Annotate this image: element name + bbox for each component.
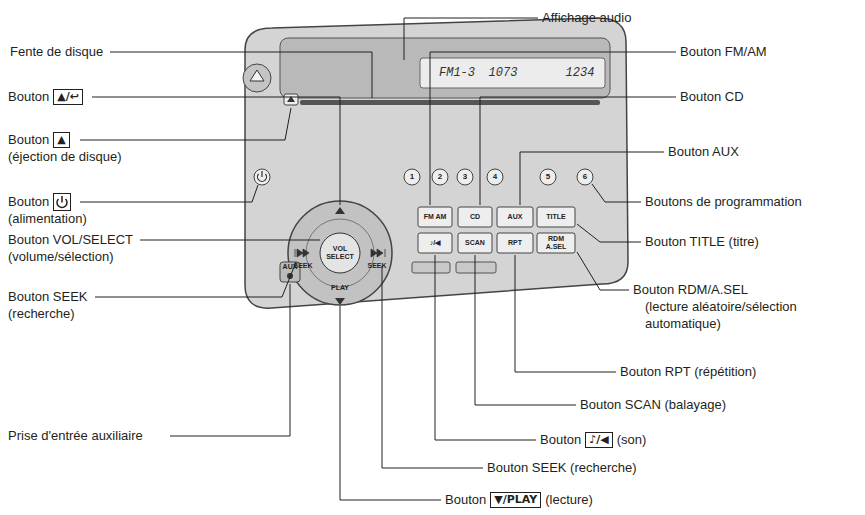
callout-label: (lecture aléatoire/sélection [645, 299, 797, 315]
eject-button [243, 64, 271, 92]
button-face-text: PLAY [325, 284, 355, 292]
display-text: FM1-3 [427, 65, 487, 81]
callout-label: Prise d'entrée auxiliaire [8, 428, 143, 444]
button-icon-label: ▼/PLAY [490, 492, 541, 508]
display-text: 1234 [560, 65, 600, 81]
callout-label: Bouton [445, 492, 486, 508]
callout-label: Bouton SEEK (recherche) [487, 460, 637, 476]
button-face-text: SCAN [460, 239, 490, 247]
preset-number: 2 [433, 169, 447, 185]
callout-label: (éjection de disque) [8, 149, 121, 165]
button-face-text: TITLE [539, 213, 573, 221]
button-icon-label: ▲/↩ [53, 89, 83, 105]
preset-buttons [404, 169, 593, 185]
preset-number: 4 [488, 169, 502, 185]
button-face-text: AUX [280, 263, 300, 271]
callout-label: Bouton SCAN (balayage) [580, 397, 726, 413]
callout-label: Bouton [540, 432, 581, 448]
lcd-screen [420, 58, 605, 88]
button-face-text: ♪/◀ [420, 239, 450, 247]
preset-number: 5 [541, 169, 555, 185]
button-face-text: RDM A.SEL [539, 235, 573, 251]
power-button [254, 169, 270, 185]
callout-label: Bouton FM/AM [680, 44, 767, 60]
callout-label: (son) [617, 432, 647, 448]
callout-label: (alimentation) [8, 211, 87, 227]
callout-label: Fente de disque [10, 44, 103, 60]
radio-panel [245, 18, 628, 308]
callout-label: Boutons de programmation [645, 194, 802, 210]
callout-label: Bouton TITLE (titre) [645, 234, 759, 250]
aux-jack [280, 262, 300, 282]
callout-label: Bouton SEEK [8, 289, 88, 305]
preset-number: 6 [578, 169, 592, 185]
callout-label: Bouton [8, 132, 49, 148]
callout-label: Bouton RDM/A.SEL [633, 282, 748, 298]
callout-label: Affichage audio [542, 10, 631, 26]
button-face-text: RPT [499, 239, 531, 247]
callout-label: automatique) [645, 316, 721, 332]
button-face-text: VOL SELECT [326, 245, 354, 261]
callout-label: Bouton CD [680, 89, 744, 105]
callout-label: Bouton VOL/SELECT [8, 232, 133, 248]
callout-label: (volume/sélection) [8, 249, 114, 265]
leader-lines [80, 18, 676, 500]
button-icon-label: ♪/◀ [585, 432, 613, 448]
disc-slot [300, 100, 600, 105]
button-face-text: AUX [499, 213, 531, 221]
display-bay [280, 38, 610, 98]
callout-label: Bouton [8, 89, 49, 105]
button-face-text: SEEK [364, 262, 390, 270]
control-ring [288, 201, 392, 305]
display-text: 1073 [483, 65, 523, 81]
callout-label: Bouton RPT (répétition) [620, 364, 756, 380]
button-face-text: FM AM [420, 213, 450, 221]
function-buttons [418, 207, 575, 253]
button-icon-label: ▲ [53, 132, 69, 148]
callout-label: Bouton AUX [668, 144, 739, 160]
callout-label: Bouton [8, 194, 49, 210]
volume-knob [320, 233, 360, 273]
button-face-text: CD [460, 213, 490, 221]
callout-label: (recherche) [8, 306, 74, 322]
preset-number: 3 [458, 169, 472, 185]
preset-number: 1 [405, 169, 419, 185]
power-icon [53, 193, 71, 211]
small-eject-button [284, 94, 298, 105]
callout-label: (lecture) [545, 492, 593, 508]
